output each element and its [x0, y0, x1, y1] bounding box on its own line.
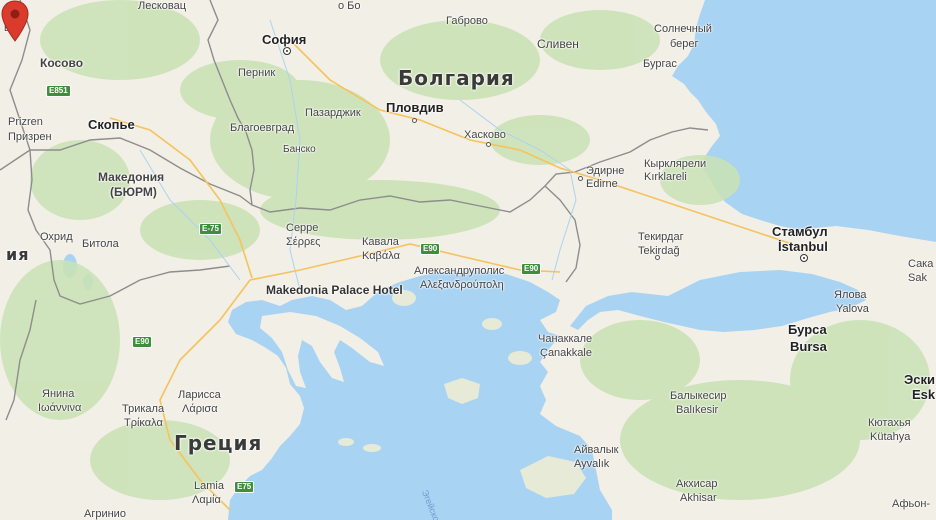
city-label-tekirdag-lat: Tekirdağ	[638, 245, 680, 257]
city-label-agrinio-partial: Агринио	[84, 508, 126, 520]
city-label-bursa-cyr: Бурса	[788, 322, 827, 337]
city-label-akhisar-lat: Akhisar	[680, 492, 717, 504]
road-shield-e90-greece: E90	[132, 336, 153, 348]
city-label-yalova-lat: Yalova	[836, 303, 869, 315]
rivers	[139, 19, 577, 291]
city-label-kutahya-cyr: Кютахья	[868, 417, 911, 429]
country-label-greece: Греция	[174, 431, 263, 455]
city-label-sofia: София	[262, 32, 307, 47]
city-label-partial-top: о Бо	[338, 0, 361, 12]
city-marker-plovdiv	[412, 118, 417, 123]
city-label-kirklareli-lat: Kırklareli	[644, 171, 687, 183]
city-label-haskovo: Хасково	[464, 129, 506, 141]
city-label-prizren-lat: Prizren	[8, 116, 43, 128]
city-label-serres-gr: Σέρρες	[286, 236, 321, 248]
city-label-blagoevgrad: Благоевград	[230, 122, 295, 134]
city-label-afyon-partial: Афьон-	[892, 498, 931, 510]
city-label-pernik: Перник	[238, 67, 276, 79]
city-label-solnechny: Солнечный	[654, 23, 712, 35]
city-label-kirklareli-cyr: Кырклярели	[644, 158, 707, 170]
city-label-trikala-cyr: Трикала	[122, 403, 165, 415]
city-label-lamia-lat: Lamia	[194, 480, 224, 492]
city-label-kavala-cyr: Кавала	[362, 236, 399, 248]
city-label-bursa-lat: Bursa	[790, 339, 827, 354]
lesbos-island	[520, 456, 586, 498]
city-label-leskovac: Лесковац	[138, 0, 187, 12]
city-label-edirne-lat: Edirne	[586, 178, 618, 190]
city-label-balikesir-cyr: Балыкесир	[670, 390, 727, 402]
country-label-albania-partial: ия	[6, 245, 30, 264]
country-label-macedonia-sub: (БЮРМ)	[110, 185, 157, 199]
city-label-sakarya-lat: Sak	[908, 272, 927, 284]
forest-patches	[0, 0, 930, 500]
city-label-ohrid: Охрид	[40, 231, 73, 243]
city-label-sliven: Сливен	[537, 37, 579, 51]
city-label-bansko: Банско	[283, 144, 316, 155]
city-marker-istanbul	[800, 254, 808, 262]
thasos-island	[392, 290, 416, 306]
city-marker-haskovo	[486, 142, 491, 147]
city-label-alexandroupoli-gr: Αλεξανδρούπολη	[420, 279, 504, 291]
road-shield-e90-kavala: E90	[420, 243, 441, 255]
road-shield-e851: E851	[46, 85, 71, 97]
city-label-trikala-gr: Τρίκαλα	[124, 417, 163, 429]
marmara-sea	[570, 270, 866, 332]
road-shield-e90-alex: E90	[521, 263, 542, 275]
city-label-akhisar-cyr: Акхисар	[676, 478, 718, 490]
region-label-kosovo: Косово	[40, 56, 84, 70]
city-label-larissa-gr: Λάρισα	[182, 403, 218, 415]
map-pin-icon[interactable]	[0, 0, 30, 44]
city-label-tekirdag-cyr: Текирдаг	[638, 231, 684, 243]
city-label-kavala-gr: Καβάλα	[362, 250, 400, 262]
sporades-island	[338, 438, 354, 446]
city-label-ayvalik-cyr: Айвалык	[574, 444, 619, 456]
city-label-prizren-cyr: Призрен	[8, 131, 52, 143]
city-label-skopje: Скопье	[88, 117, 135, 132]
samothraki-island	[482, 318, 502, 330]
capital-marker-sofia	[283, 47, 291, 55]
city-label-ioannina-cyr: Янина	[42, 388, 75, 400]
city-label-serres-cyr: Серре	[286, 222, 319, 234]
city-label-ioannina-gr: Ιωάννινα	[38, 402, 82, 414]
city-label-eskisehir-cyr: Эски	[904, 372, 935, 387]
city-label-bitola: Битола	[82, 238, 119, 250]
city-marker-tekirdag	[655, 255, 660, 260]
city-label-lamia-gr: Λαμία	[192, 494, 221, 506]
city-label-eskisehir-lat: Esk	[912, 387, 936, 402]
country-label-macedonia: Македония	[98, 170, 165, 184]
city-marker-larissa	[186, 392, 191, 397]
city-label-gabrovo: Габрово	[446, 15, 488, 27]
city-label-plovdiv: Пловдив	[386, 100, 444, 115]
city-label-canakkale-lat: Çanakkale	[540, 347, 592, 359]
skopelos-island	[363, 444, 381, 452]
city-label-sakarya-cyr: Сака	[908, 258, 934, 270]
lemnos-island	[444, 378, 480, 404]
city-label-burgas: Бургас	[643, 58, 677, 70]
road-shield-e75-north: E-75	[199, 223, 222, 235]
road-shield-e75-south: E75	[234, 481, 255, 493]
imbros-island	[508, 351, 532, 365]
city-label-pazardzhik: Пазарджик	[305, 107, 361, 119]
city-label-istanbul-cyr: Стамбул	[772, 224, 828, 239]
country-label-bulgaria: Болгария	[398, 66, 515, 90]
poi-label-hotel[interactable]: Makedonia Palace Hotel	[266, 283, 403, 297]
city-label-canakkale-cyr: Чанаккале	[538, 333, 593, 345]
city-label-alexandroupoli-cyr: Александруполис	[414, 265, 505, 277]
city-marker-edirne	[578, 176, 583, 181]
chalkidiki-peninsula	[260, 312, 384, 388]
city-label-edirne-cyr: Эдирне	[586, 165, 625, 177]
country-borders	[0, 0, 709, 421]
city-label-yalova-cyr: Ялова	[834, 289, 867, 301]
city-label-istanbul-lat: İstanbul	[778, 239, 828, 254]
city-label-solnechny-2: берег	[670, 38, 699, 50]
city-label-larissa-cyr: Ларисса	[178, 389, 221, 401]
highways	[109, 39, 811, 511]
city-label-balikesir-lat: Balıkesir	[676, 404, 719, 416]
city-label-kutahya-lat: Kütahya	[870, 431, 911, 443]
city-label-ayvalik-lat: Ayvalık	[574, 458, 610, 470]
city-marker-bursa	[806, 346, 811, 351]
